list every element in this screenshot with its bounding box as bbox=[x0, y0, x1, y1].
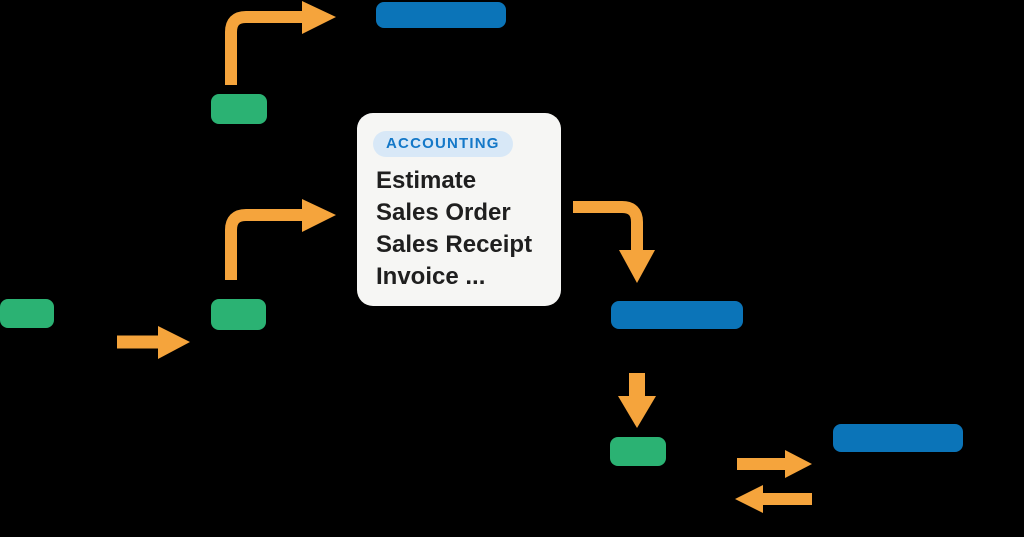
document-type-item: Invoice ... bbox=[376, 263, 486, 290]
document-type-item: Sales Receipt bbox=[376, 231, 533, 258]
node-pill-blue-right bbox=[833, 424, 963, 452]
curved-arrow-right-down-icon bbox=[573, 201, 655, 283]
document-type-list: Estimate Sales Order Sales Receipt Invoi… bbox=[376, 165, 561, 293]
curved-arrow-up-right-icon bbox=[225, 199, 336, 280]
document-type-item: Estimate bbox=[376, 167, 477, 194]
left-arrow-icon bbox=[735, 485, 812, 513]
down-arrow-icon bbox=[618, 373, 656, 428]
accounting-card: ACCOUNTING Estimate Sales Order Sales Re… bbox=[357, 113, 561, 306]
node-pill-green-left bbox=[0, 299, 54, 328]
document-type-item: Sales Order bbox=[376, 199, 511, 226]
right-arrow-icon bbox=[117, 326, 190, 359]
node-pill-blue-top bbox=[376, 2, 506, 28]
right-arrow-icon bbox=[737, 450, 812, 478]
node-pill-green-lower bbox=[610, 437, 666, 466]
node-pill-blue-mid bbox=[611, 301, 743, 329]
accounting-badge: ACCOUNTING bbox=[373, 131, 513, 157]
node-pill-green-mid bbox=[211, 299, 266, 330]
curved-arrow-up-right-icon bbox=[225, 1, 336, 85]
node-pill-green-upper bbox=[211, 94, 267, 124]
